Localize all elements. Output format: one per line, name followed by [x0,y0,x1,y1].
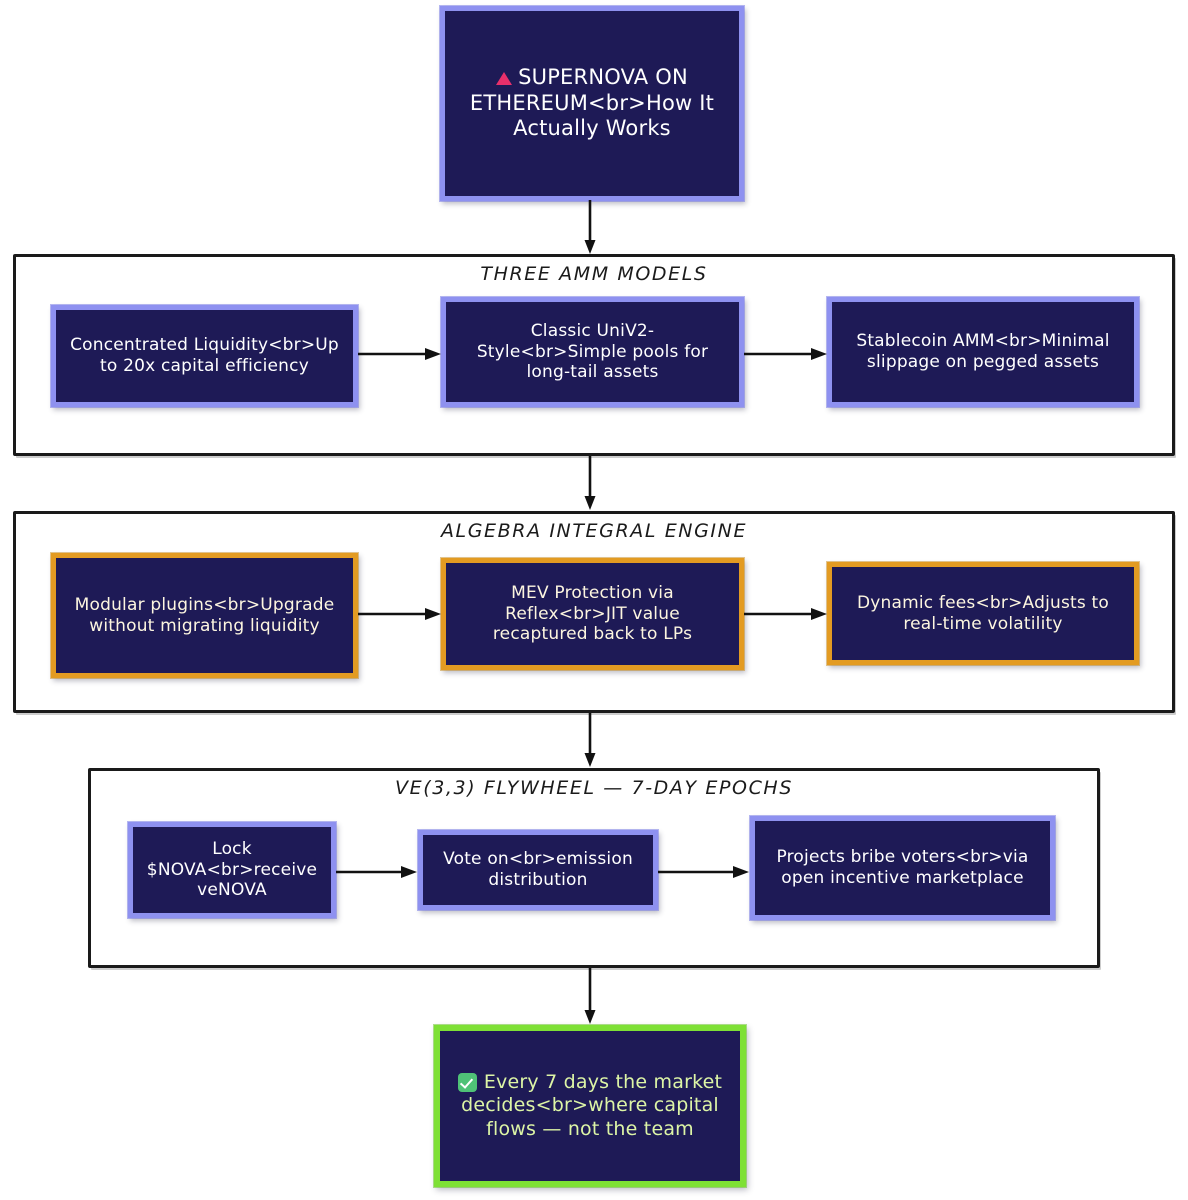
node-vote-emission[interactable]: Vote on<br>emission distribution [418,830,658,910]
red-triangle-icon [496,72,513,86]
edge-vote-to-bribe [658,866,749,878]
edge-lock-to-vote [336,866,417,878]
node-vote-emission-label: Vote on<br>emission distribution [443,849,633,890]
edge-univ2-to-stablecoin [744,348,827,360]
subgraph-label-ve33-flywheel: VE(3,3) FLYWHEEL — 7-DAY EPOCHS [395,777,793,799]
node-title-supernova[interactable]: SUPERNOVA ON ETHEREUM<br>How It Actually… [440,6,744,201]
node-dynamic-fees[interactable]: Dynamic fees<br>Adjusts to real-time vol… [827,562,1139,665]
node-modular-plugins-label: Modular plugins<br>Upgrade without migra… [74,594,335,636]
node-concentrated-liquidity[interactable]: Concentrated Liquidity<br>Up to 20x capi… [51,305,358,407]
node-projects-bribe-label: Projects bribe voters<br>via open incent… [776,847,1029,888]
node-mev-protection-label: MEV Protection via Reflex<br>JIT value r… [492,582,693,645]
title-node-label: SUPERNOVA ON ETHEREUM<br>How It Actually… [469,65,715,141]
edge-flywheel-to-outcome [584,968,596,1024]
node-mev-protection[interactable]: MEV Protection via Reflex<br>JIT value r… [441,558,744,670]
node-concentrated-liquidity-label: Concentrated Liquidity<br>Up to 20x capi… [70,335,339,376]
node-dynamic-fees-label: Dynamic fees<br>Adjusts to real-time vol… [856,592,1110,634]
node-outcome-text: Every 7 days the market decides<br>where… [450,1071,730,1141]
node-projects-bribe[interactable]: Projects bribe voters<br>via open incent… [750,816,1055,920]
node-lock-nova[interactable]: Lock $NOVA<br>receive veNOVA [128,822,336,918]
node-classic-univ2[interactable]: Classic UniV2-Style<br>Simple pools for … [441,297,744,407]
node-lock-nova-label: Lock $NOVA<br>receive veNOVA [146,838,318,901]
subgraph-label-three-amm-models: THREE AMM MODELS [480,263,708,285]
node-stablecoin-amm[interactable]: Stablecoin AMM<br>Minimal slippage on pe… [827,297,1139,407]
node-outcome-market-decides[interactable]: Every 7 days the market decides<br>where… [434,1025,746,1187]
green-check-icon [457,1073,477,1093]
edge-concentrated-to-univ2 [358,348,441,360]
subgraph-label-algebra-integral-engine: ALGEBRA INTEGRAL ENGINE [440,520,748,542]
node-modular-plugins[interactable]: Modular plugins<br>Upgrade without migra… [51,553,358,678]
node-title-text: SUPERNOVA ON ETHEREUM<br>How It Actually… [455,65,729,142]
node-classic-univ2-label: Classic UniV2-Style<br>Simple pools for … [476,320,709,383]
edge-mev-to-dynamic-fees [744,608,827,620]
edge-title-to-amm [584,200,596,254]
node-stablecoin-amm-label: Stablecoin AMM<br>Minimal slippage on pe… [856,331,1110,372]
edge-amm-to-algebra [584,456,596,510]
edge-plugins-to-mev [358,608,441,620]
outcome-node-label: Every 7 days the market decides<br>where… [461,1071,723,1140]
edge-algebra-to-flywheel [584,713,596,767]
